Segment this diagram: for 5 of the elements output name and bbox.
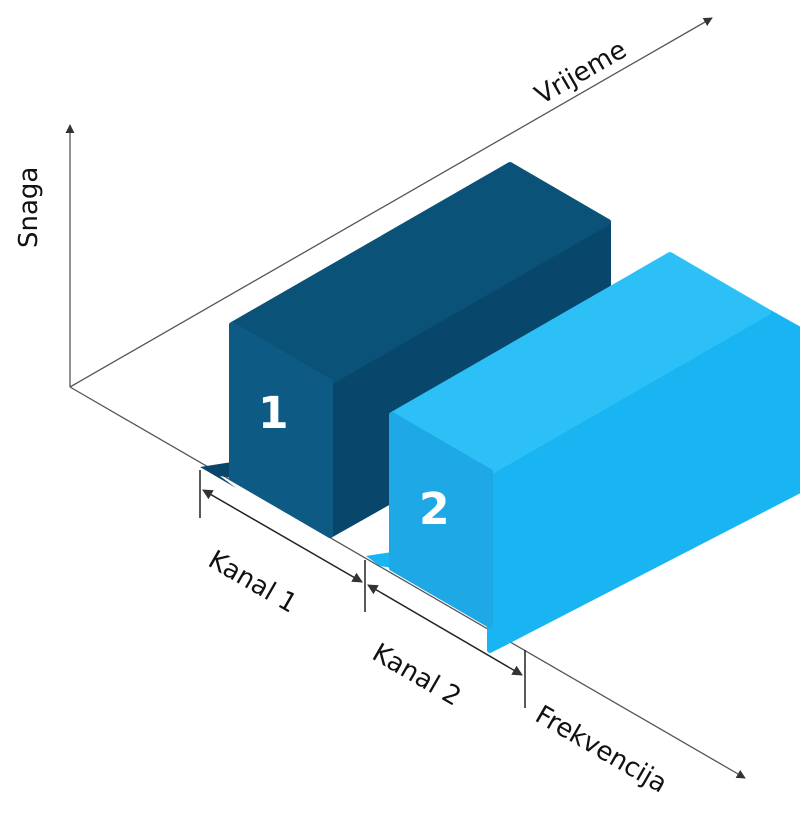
channel-block-face xyxy=(389,412,493,628)
channel-block-face xyxy=(229,322,333,538)
channel-number: 2 xyxy=(419,488,450,532)
axis-title: Snaga xyxy=(14,166,44,248)
channel-number: 1 xyxy=(258,392,289,436)
